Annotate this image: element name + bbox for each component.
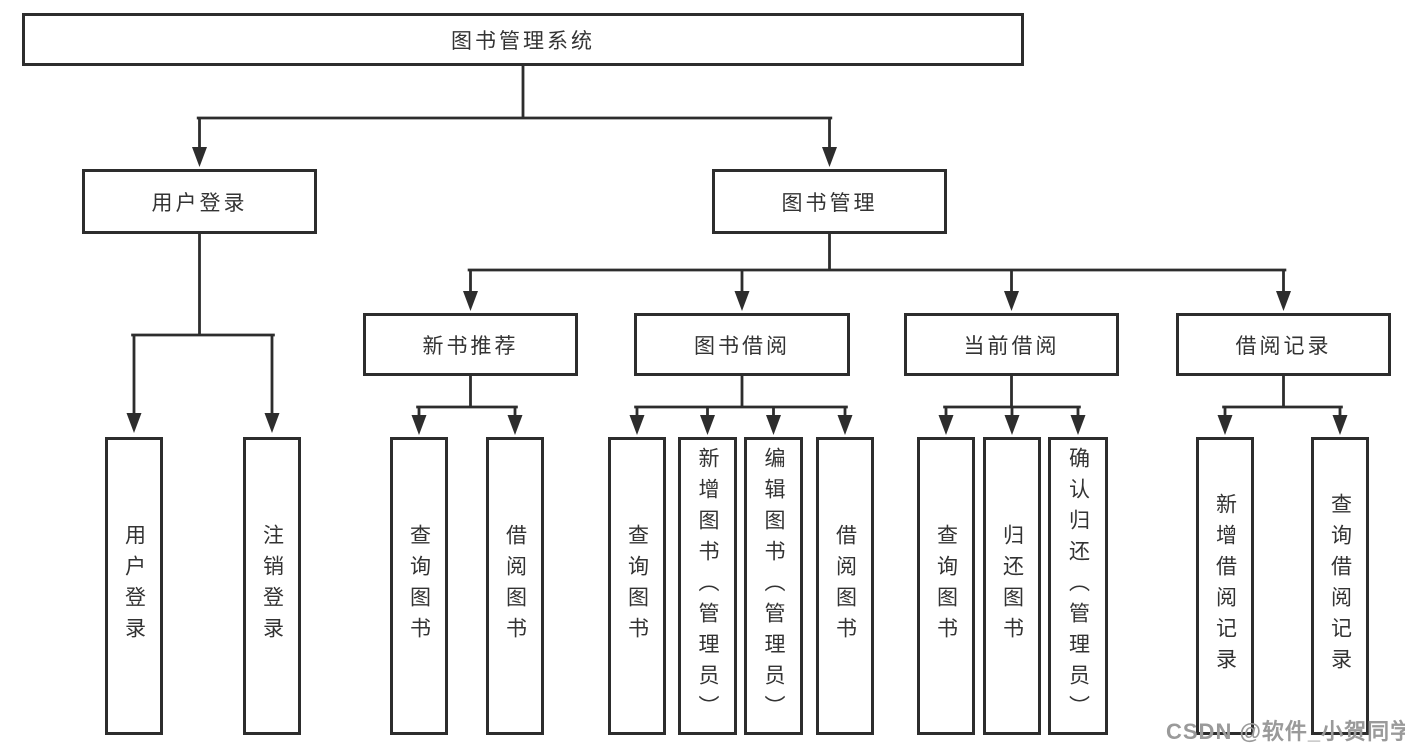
node-library-system: 图书管理系统 xyxy=(22,13,1024,66)
arrow-down-icon xyxy=(734,291,750,311)
arrow-down-icon xyxy=(507,415,523,435)
leaf-borrow-edit-books-admin: 编辑图书（管理员） xyxy=(744,437,803,735)
csdn-watermark: CSDN @软件_小贺同学 xyxy=(1166,719,1405,744)
arrow-down-icon xyxy=(126,413,142,433)
leaf-logout: 注销登录 xyxy=(243,437,301,735)
arrow-down-icon xyxy=(822,147,837,167)
arrow-down-icon xyxy=(837,415,853,435)
arrow-down-icon xyxy=(411,415,427,435)
node-book-management: 图书管理 xyxy=(712,169,947,234)
leaf-borrow-borrow-books: 借阅图书 xyxy=(816,437,874,735)
arrow-heads xyxy=(126,147,1348,435)
leaf-current-confirm-return-admin: 确认归还（管理员） xyxy=(1048,437,1108,735)
node-current-borrow: 当前借阅 xyxy=(904,313,1119,376)
node-borrow-records: 借阅记录 xyxy=(1176,313,1391,376)
arrow-down-icon xyxy=(463,291,478,311)
arrow-down-icon xyxy=(1070,415,1086,435)
arrow-down-icon xyxy=(629,415,645,435)
leaf-current-query-books: 查询图书 xyxy=(917,437,975,735)
arrow-down-icon xyxy=(1276,291,1291,311)
arrow-down-icon xyxy=(1004,415,1020,435)
arrow-down-icon xyxy=(1332,415,1348,435)
arrow-down-icon xyxy=(264,413,280,433)
node-user-login: 用户登录 xyxy=(82,169,317,234)
arrow-down-icon xyxy=(1217,415,1233,435)
arrow-shafts xyxy=(132,118,1342,417)
leaf-borrow-add-books-admin: 新增图书（管理员） xyxy=(678,437,737,735)
arrow-down-icon xyxy=(700,415,715,435)
arrow-down-icon xyxy=(938,415,954,435)
leaf-records-query-record: 查询借阅记录 xyxy=(1311,437,1369,735)
arrow-down-icon xyxy=(1004,291,1019,311)
arrow-down-icon xyxy=(766,415,781,435)
node-book-borrow: 图书借阅 xyxy=(634,313,850,376)
leaf-borrow-query-books: 查询图书 xyxy=(608,437,666,735)
leaf-user-login: 用户登录 xyxy=(105,437,163,735)
node-new-book-recommend: 新书推荐 xyxy=(363,313,578,376)
leaf-current-return-books: 归还图书 xyxy=(983,437,1041,735)
leaf-records-add-record: 新增借阅记录 xyxy=(1196,437,1254,735)
arrow-down-icon xyxy=(192,147,207,167)
leaf-recommend-borrow-books: 借阅图书 xyxy=(486,437,544,735)
leaf-recommend-query-books: 查询图书 xyxy=(390,437,448,735)
